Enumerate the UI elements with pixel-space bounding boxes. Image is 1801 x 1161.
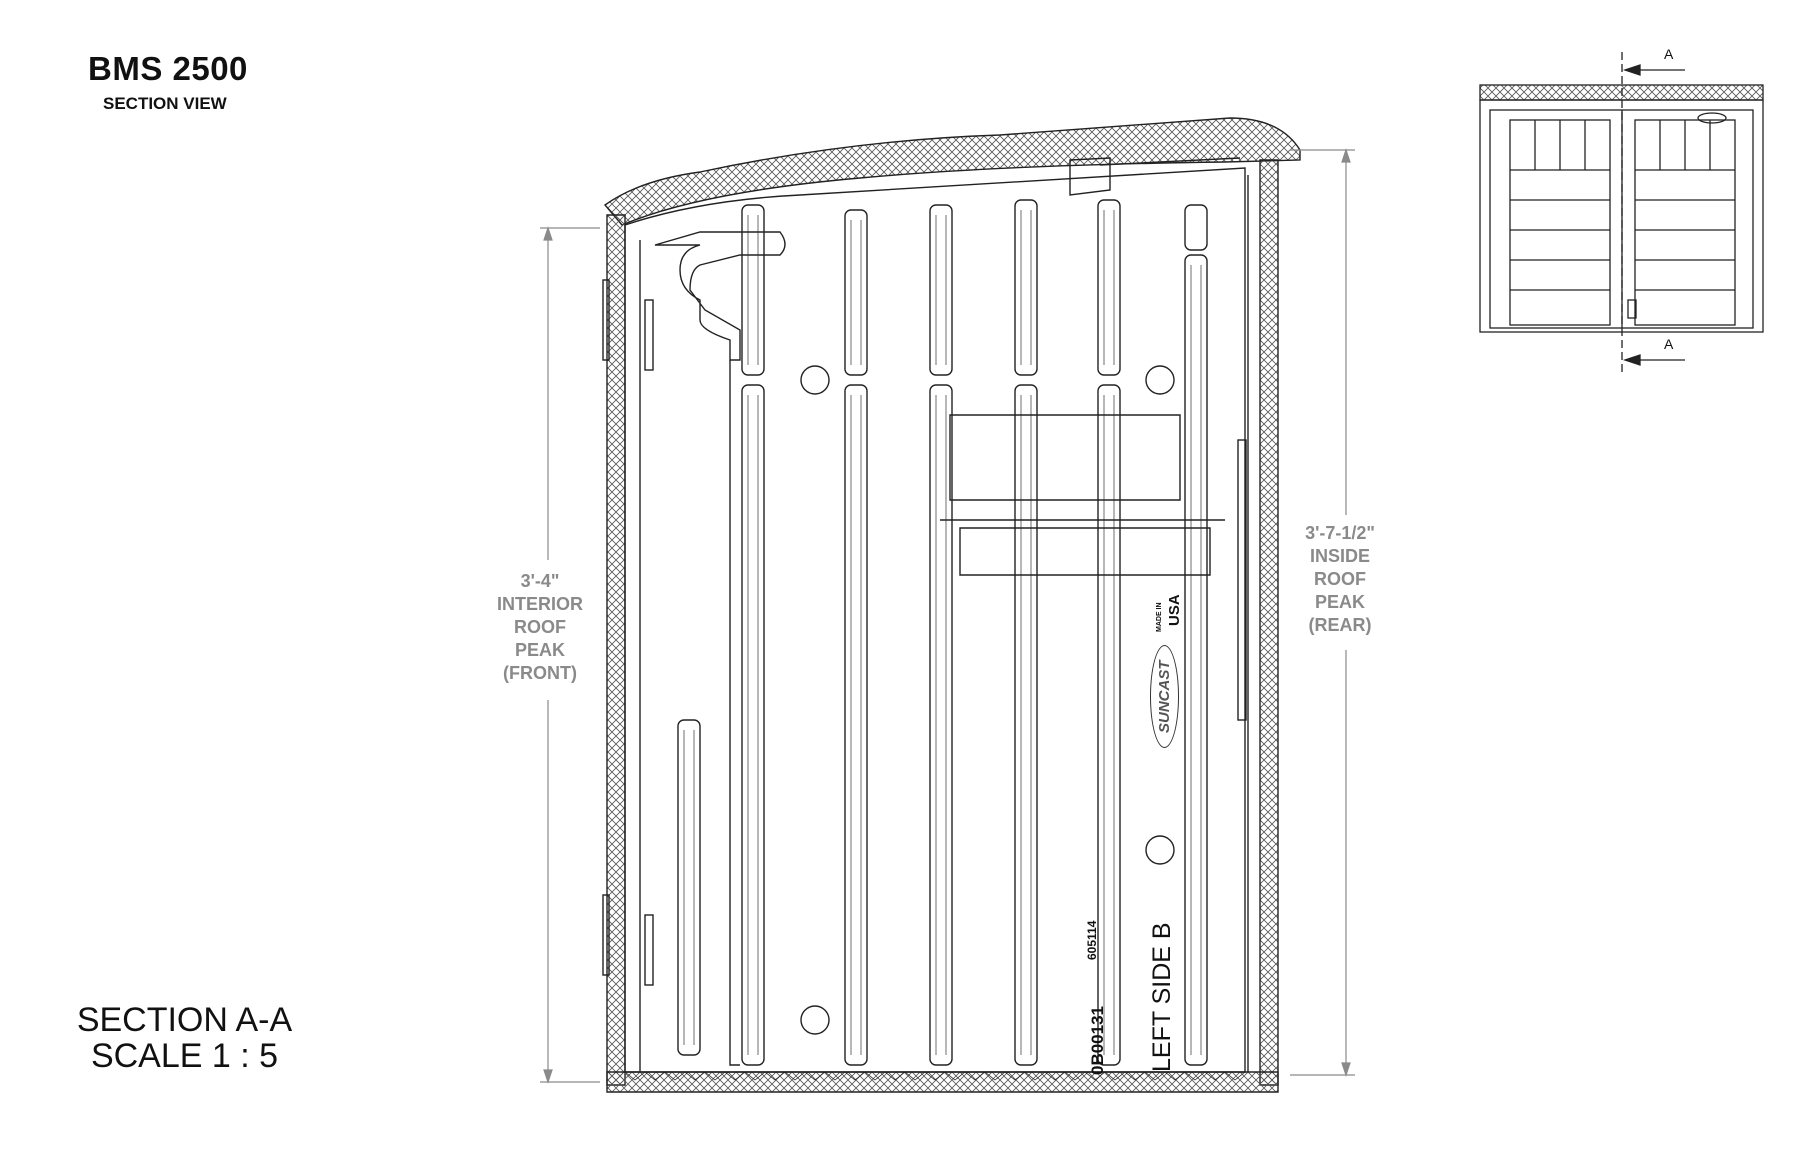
mount-hole bbox=[800, 365, 830, 395]
section-caption: SECTION A-A SCALE 1 : 5 bbox=[72, 1002, 297, 1074]
dim-front-line3: ROOF bbox=[514, 617, 566, 637]
drawing-subtitle: SECTION VIEW bbox=[103, 94, 227, 113]
dim-front-line5: (FRONT) bbox=[503, 663, 577, 683]
dim-rear-line3: ROOF bbox=[1314, 569, 1366, 589]
country-stamp: USA bbox=[1166, 594, 1183, 626]
dimension-rear bbox=[1290, 148, 1355, 1077]
drawing-title: BMS 2500 bbox=[88, 50, 248, 87]
dim-rear-line4: PEAK bbox=[1314, 592, 1365, 612]
floor-panel bbox=[606, 1071, 1279, 1093]
dim-front-line4: PEAK bbox=[514, 640, 565, 660]
dim-rear-line5: (REAR) bbox=[1308, 615, 1372, 635]
made-in-stamp: MADE IN bbox=[1156, 602, 1163, 632]
shelf-bracket bbox=[949, 414, 1181, 501]
section-scale: SCALE 1 : 5 bbox=[90, 1037, 279, 1075]
brand-logo: SUNCAST bbox=[1150, 645, 1179, 748]
key-plan bbox=[1479, 52, 1764, 375]
dim-front-line2: INTERIOR bbox=[496, 594, 583, 614]
ribs bbox=[677, 199, 1208, 1066]
mount-hole bbox=[1145, 835, 1175, 865]
cut-label-bottom: A bbox=[1664, 336, 1674, 352]
latch-bracket bbox=[654, 231, 786, 361]
shed-section bbox=[602, 117, 1301, 1093]
dim-rear-line2: INSIDE bbox=[1309, 546, 1370, 566]
cut-label-top: A bbox=[1664, 46, 1674, 62]
roof-panel bbox=[603, 117, 1301, 226]
side-stamp: LEFT SIDE B bbox=[1148, 922, 1177, 1072]
mount-hole bbox=[800, 1005, 830, 1035]
side-letter: B bbox=[1148, 922, 1176, 940]
dim-rear-value: 3'-7-1/2" bbox=[1305, 523, 1375, 543]
dimension-rear-label: 3'-7-1/2" INSIDE ROOF PEAK (REAR) bbox=[1280, 522, 1400, 637]
dimension-front-label: 3'-4" INTERIOR ROOF PEAK (FRONT) bbox=[480, 570, 600, 685]
inner-outline bbox=[624, 167, 1246, 1073]
front-wall bbox=[606, 214, 626, 1086]
rear-wall bbox=[1259, 159, 1279, 1086]
dim-front-value: 3'-4" bbox=[520, 571, 560, 591]
part-number-stamp: 0B00131 bbox=[1088, 1005, 1107, 1075]
dimension-front bbox=[540, 226, 600, 1084]
side-label: LEFT SIDE bbox=[1148, 946, 1176, 1072]
code-stamp: 605114 bbox=[1085, 920, 1099, 960]
mount-hole bbox=[1145, 365, 1175, 395]
section-name: SECTION A-A bbox=[76, 1001, 293, 1039]
